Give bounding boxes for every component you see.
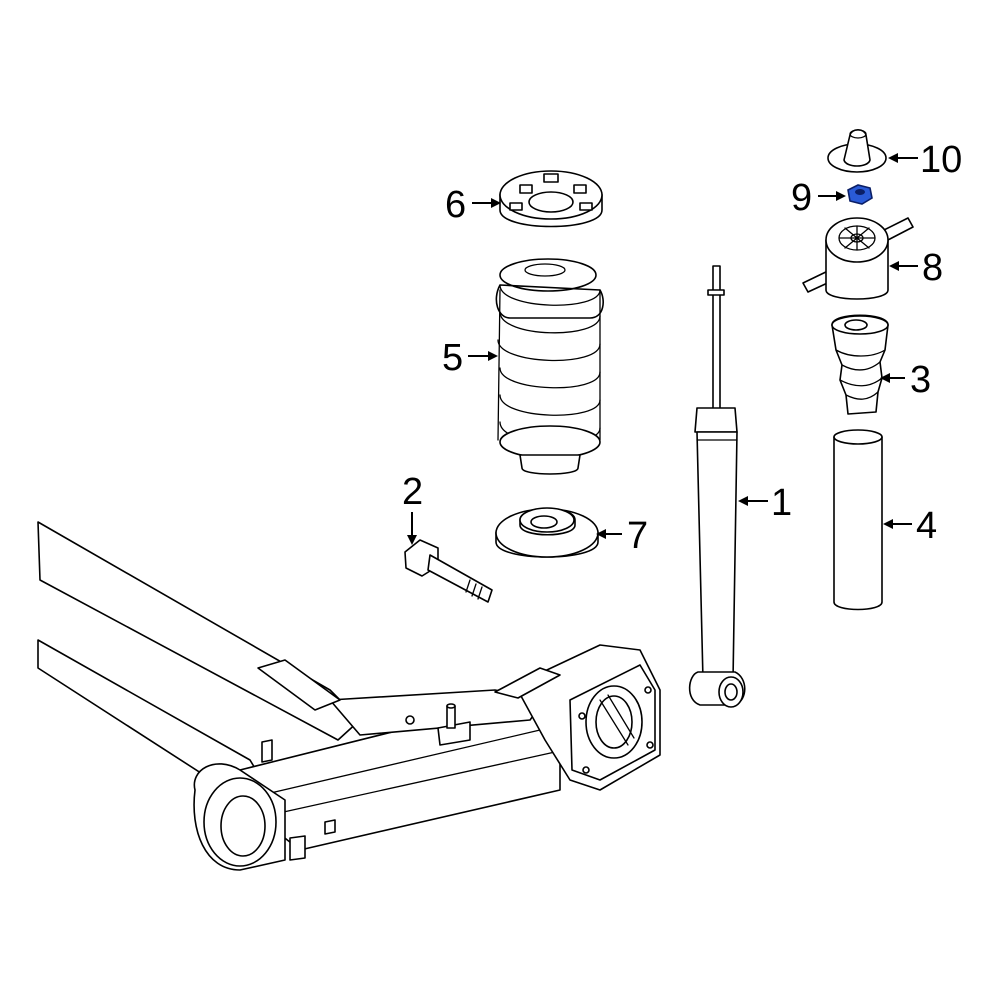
callout-4: 4: [916, 505, 937, 547]
callout-10: 10: [920, 139, 962, 181]
callout-7: 7: [627, 515, 648, 557]
callout-2: 2: [402, 471, 423, 513]
callout-5: 5: [442, 337, 463, 379]
callout-8: 8: [922, 247, 943, 289]
bolt[interactable]: [404, 539, 493, 603]
cap[interactable]: [827, 128, 887, 173]
nut[interactable]: [847, 184, 873, 205]
callout-arrows: [407, 153, 918, 545]
callout-3: 3: [910, 359, 931, 401]
lower-spring-seat[interactable]: [495, 507, 599, 558]
dust-boot[interactable]: [833, 429, 883, 611]
callout-9: 9: [791, 177, 812, 219]
upper-mount[interactable]: [802, 217, 914, 300]
shock-absorber[interactable]: [688, 265, 746, 708]
callout-6: 6: [445, 184, 466, 226]
bump-stop[interactable]: [831, 314, 889, 415]
upper-spring-seat[interactable]: [499, 170, 603, 228]
rear-axle-beam[interactable]: [37, 521, 661, 871]
coil-spring[interactable]: [495, 258, 604, 475]
callout-1: 1: [771, 482, 792, 524]
